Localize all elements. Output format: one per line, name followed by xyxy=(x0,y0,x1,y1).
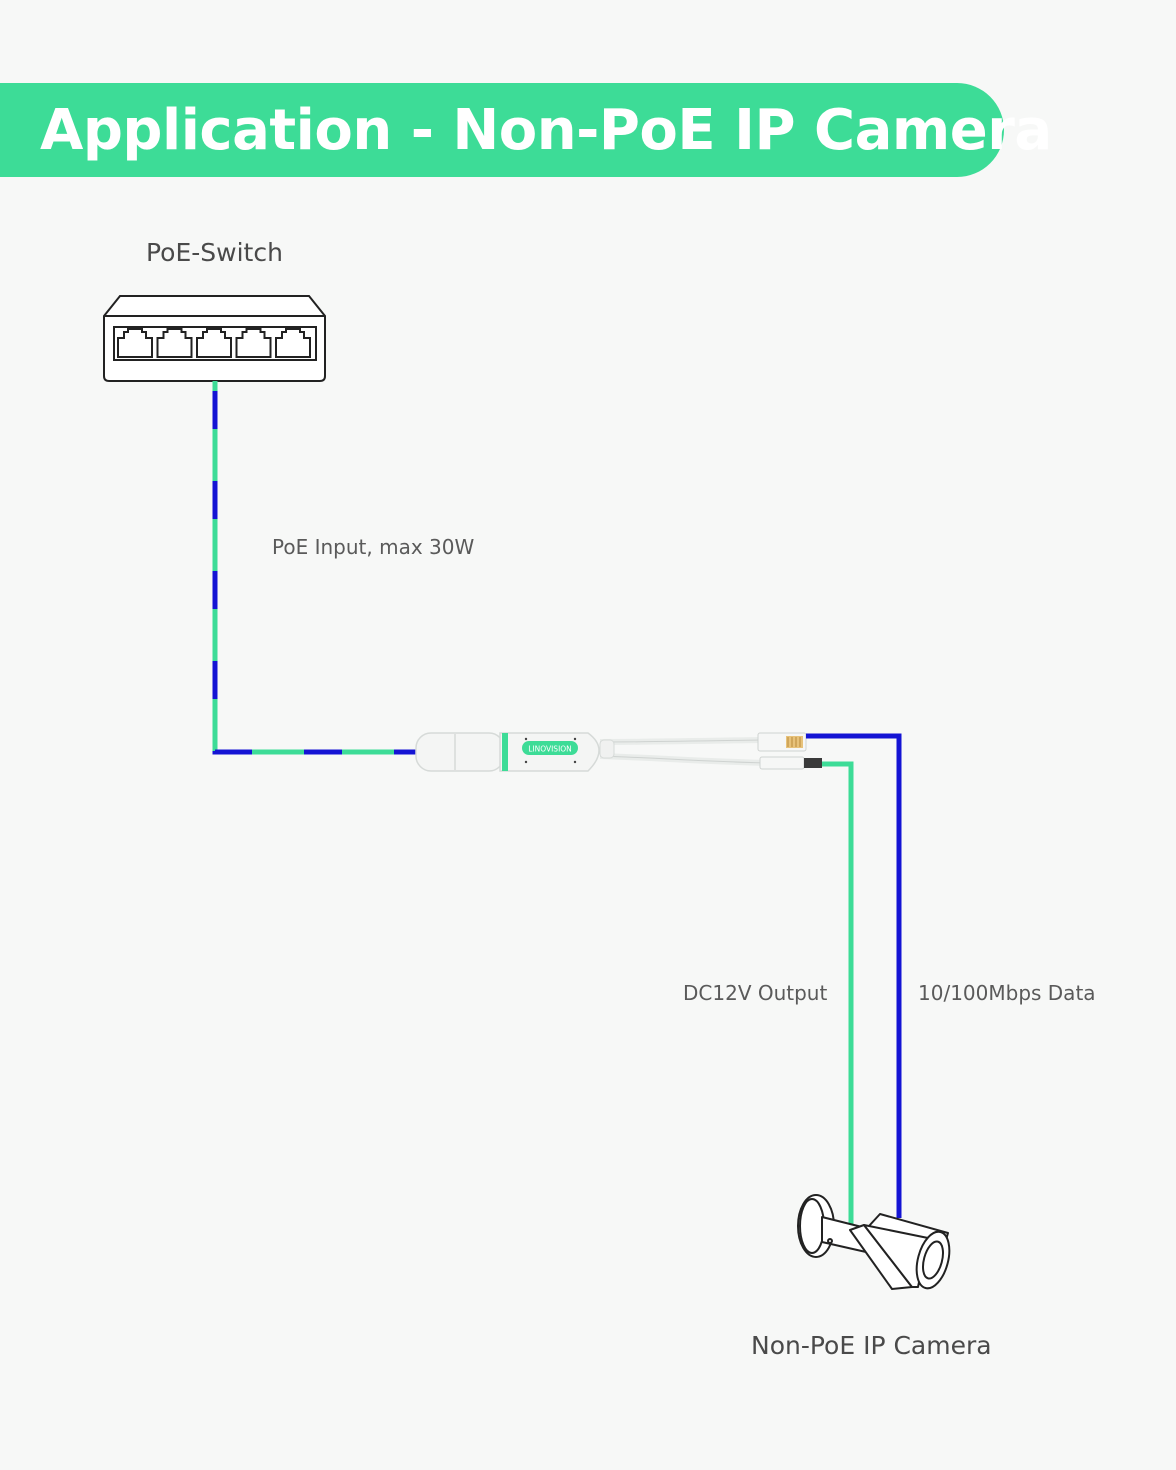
title-banner: Application - Non-PoE IP Camera xyxy=(0,83,1052,177)
camera-label: Non-PoE IP Camera xyxy=(751,1331,992,1360)
ethernet-port-icon xyxy=(156,328,193,358)
poe-input-label: PoE Input, max 30W xyxy=(272,535,475,559)
ethernet-port-icon xyxy=(196,328,232,358)
network-switch-icon xyxy=(103,295,326,382)
ethernet-port-icon xyxy=(275,328,311,358)
dc-power-cable xyxy=(822,761,854,1225)
switch-label: PoE-Switch xyxy=(146,238,283,267)
ethernet-port-icon xyxy=(235,328,272,358)
data-label: 10/100Mbps Data xyxy=(918,981,1096,1005)
splitter-brand: LINOVISION xyxy=(528,745,572,754)
ethernet-port-icon xyxy=(117,328,153,358)
bullet-camera-icon xyxy=(797,1194,951,1290)
poe-input-cable xyxy=(212,381,420,755)
data-cable xyxy=(806,733,902,1218)
poe-splitter-icon: LINOVISION xyxy=(415,732,822,772)
dc-output-label: DC12V Output xyxy=(683,981,828,1005)
page-title: Application - Non-PoE IP Camera xyxy=(40,97,1052,163)
